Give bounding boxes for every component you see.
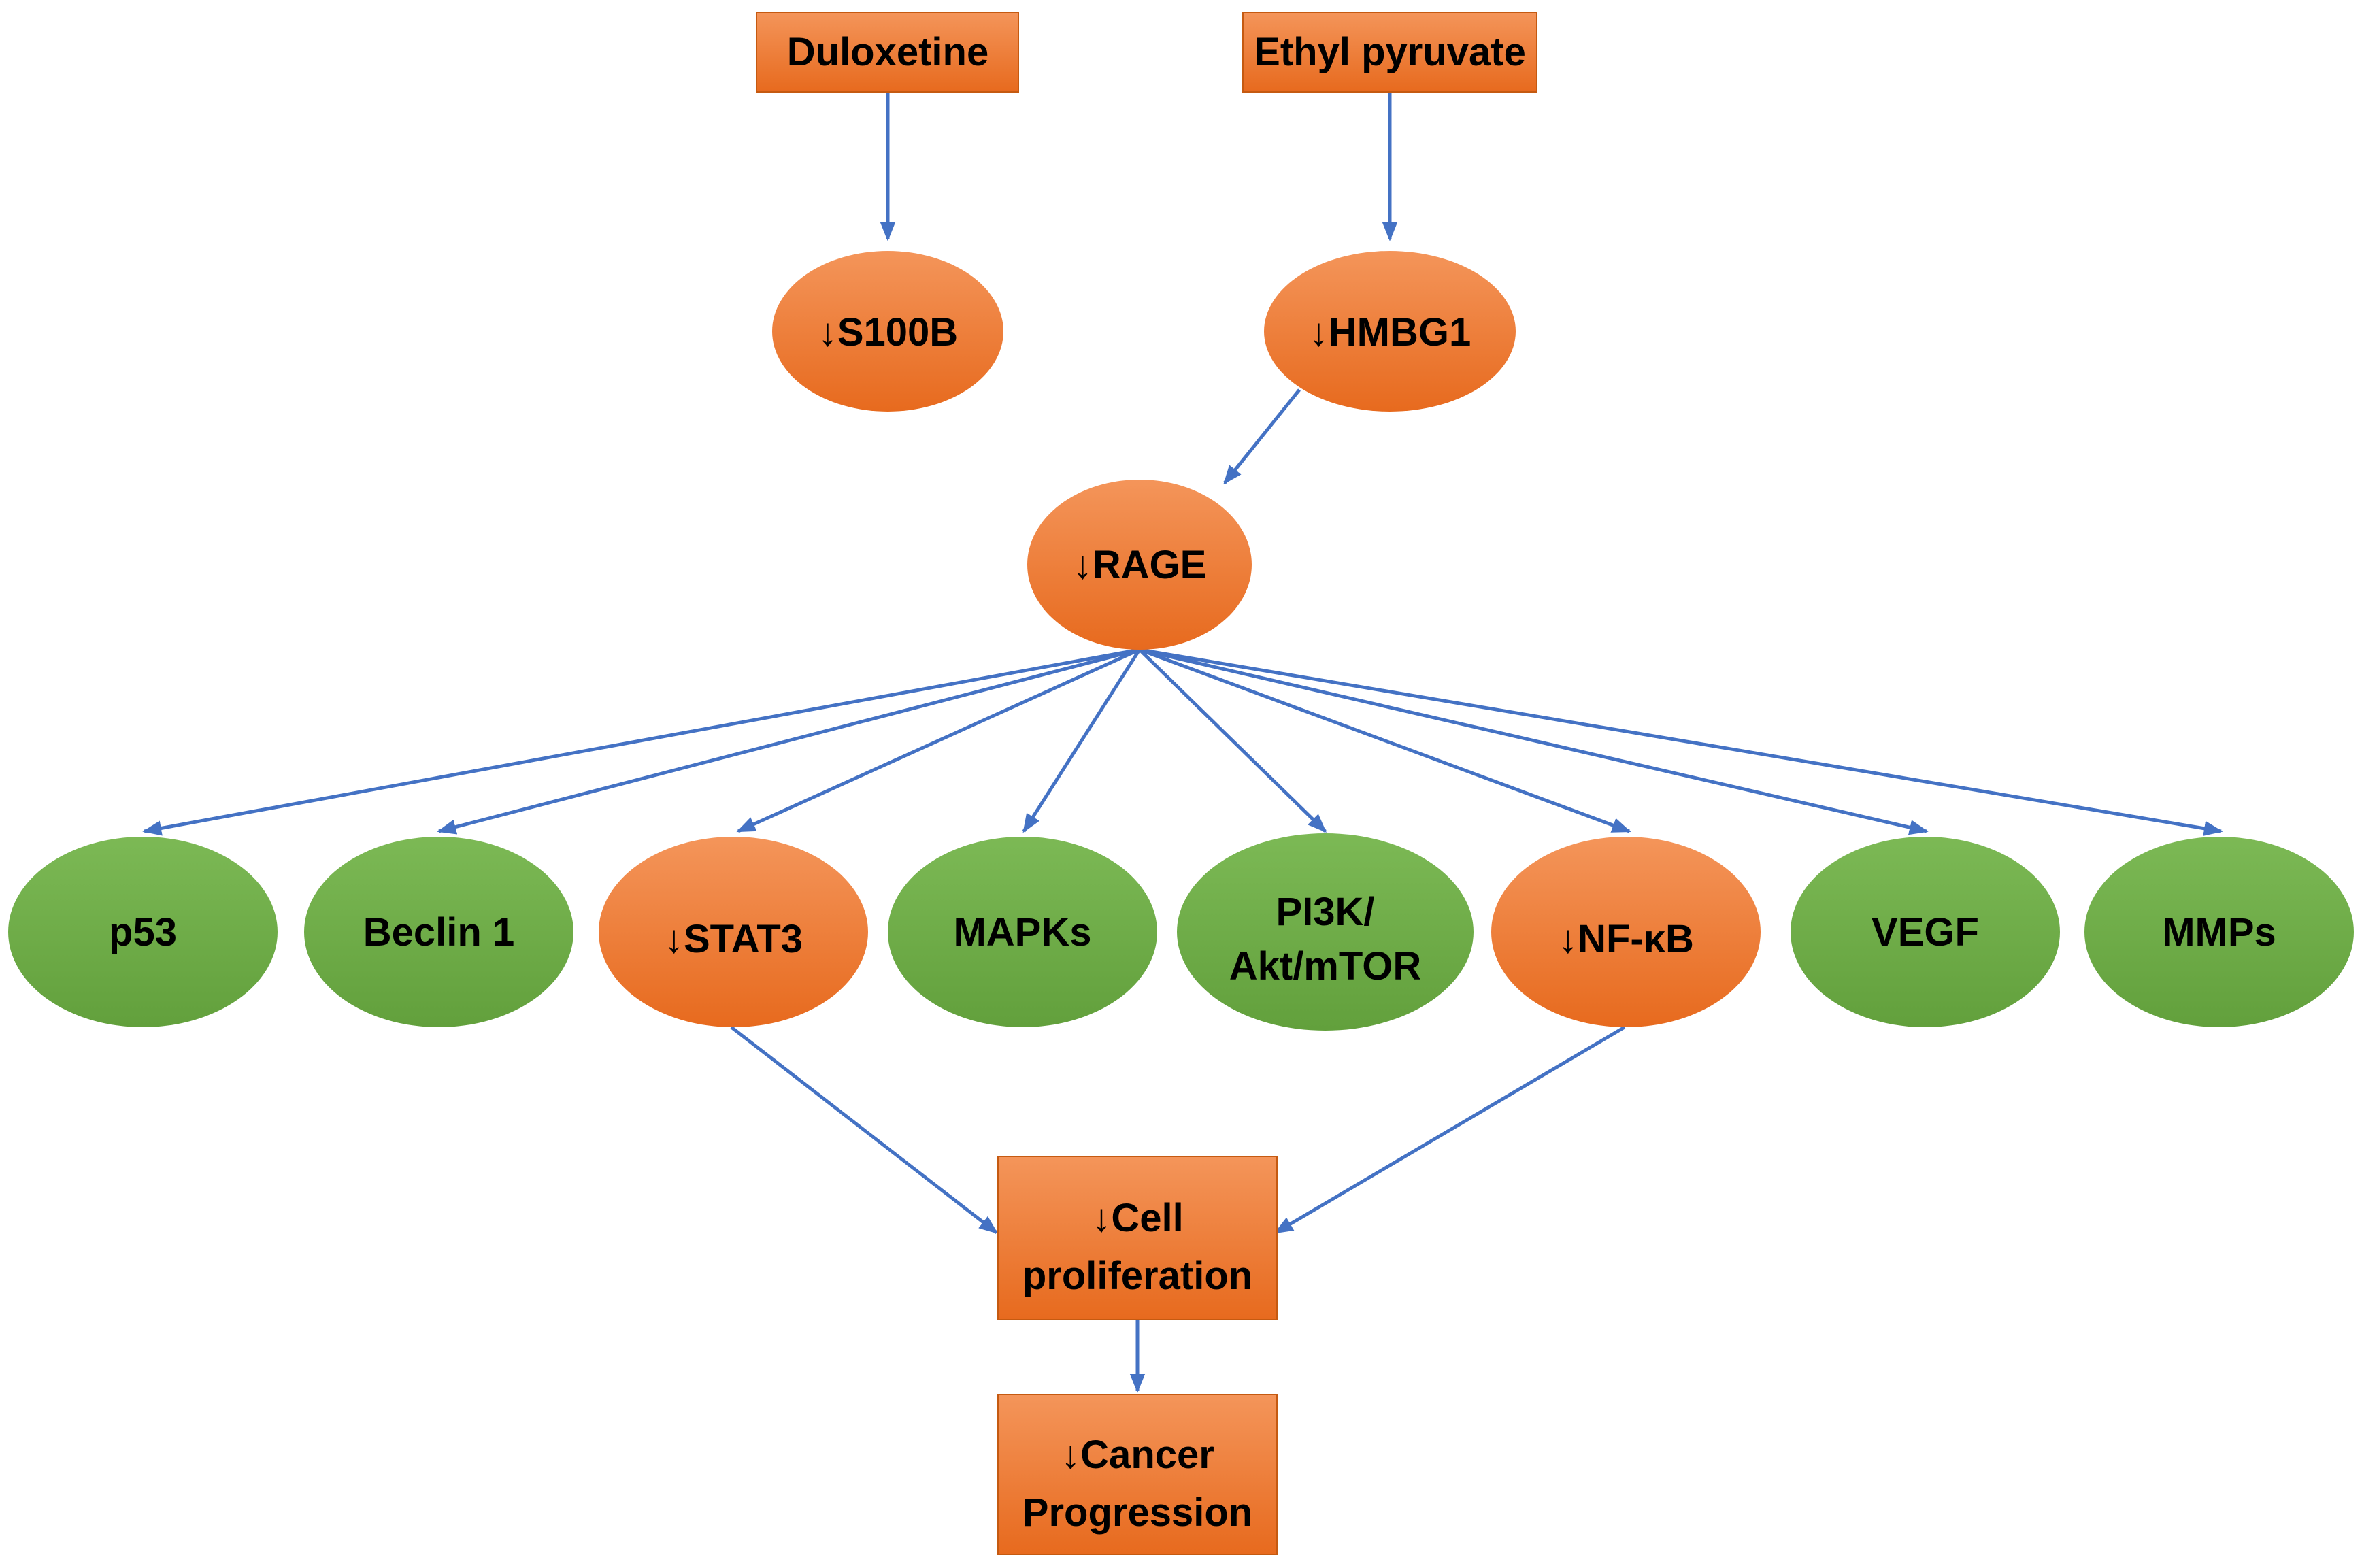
mapks-label: MAPKs	[953, 910, 1091, 954]
arrow-rage-nfkb	[1139, 648, 1631, 833]
arrow-rage-beclin1	[437, 648, 1140, 835]
cell-proliferation-line2: proliferation	[1022, 1254, 1252, 1298]
ethyl-pyruvate-label: Ethyl pyruvate	[1254, 30, 1526, 74]
arrow-nfkb-cell-proliferation	[1274, 1025, 1626, 1235]
s100b-node: ↓S100B	[772, 251, 1003, 412]
s100b-label: ↓S100B	[818, 310, 958, 354]
beclin1-label: Beclin 1	[363, 910, 514, 954]
pi3k-label-line1: PI3K/	[1276, 890, 1374, 934]
arrow-rage-mapks	[1022, 648, 1142, 833]
arrow-rage-mmps	[1139, 648, 2223, 836]
cancer-progression-box: ↓Cancer Progression	[997, 1394, 1278, 1555]
cancer-progression-line1: ↓Cancer	[1061, 1433, 1214, 1477]
arrow-rage-stat3	[736, 648, 1141, 833]
arrow-rage-p53	[142, 648, 1140, 836]
ethyl-pyruvate-box: Ethyl pyruvate	[1242, 12, 1537, 93]
arrow-rage-vegf	[1139, 648, 1929, 835]
mmps-label: MMPs	[2162, 910, 2276, 954]
mapks-node: MAPKs	[888, 837, 1157, 1027]
duloxetine-box: Duloxetine	[756, 12, 1019, 93]
vegf-label: VEGF	[1872, 910, 1979, 954]
cell-proliferation-box: ↓Cell proliferation	[997, 1156, 1278, 1320]
nfkb-label: ↓NF-κB	[1558, 917, 1694, 961]
stat3-label: ↓STAT3	[664, 917, 803, 961]
arrow-stat3-cell-proliferation	[730, 1026, 999, 1234]
rage-node: ↓RAGE	[1027, 480, 1252, 650]
hmbg1-label: ↓HMBG1	[1309, 310, 1471, 354]
vegf-node: VEGF	[1791, 837, 2060, 1027]
p53-node: p53	[8, 837, 278, 1027]
rage-label: ↓RAGE	[1073, 543, 1207, 587]
arrow-rage-pi3k	[1138, 648, 1327, 833]
pi3k-label-line2: Akt/mTOR	[1229, 944, 1422, 988]
arrow-hmbg1-rage	[1223, 388, 1301, 485]
arrows	[142, 92, 2223, 1393]
mmps-node: MMPs	[2084, 837, 2354, 1027]
cancer-progression-line2: Progression	[1022, 1490, 1252, 1535]
hmbg1-node: ↓HMBG1	[1264, 251, 1516, 412]
nfkb-node: ↓NF-κB	[1491, 837, 1761, 1027]
cell-proliferation-line1: ↓Cell	[1091, 1196, 1183, 1240]
pi3k-node: PI3K/ Akt/mTOR	[1177, 833, 1474, 1031]
duloxetine-label: Duloxetine	[787, 30, 989, 74]
beclin1-node: Beclin 1	[304, 837, 573, 1027]
p53-label: p53	[109, 910, 177, 954]
stat3-node: ↓STAT3	[599, 837, 868, 1027]
